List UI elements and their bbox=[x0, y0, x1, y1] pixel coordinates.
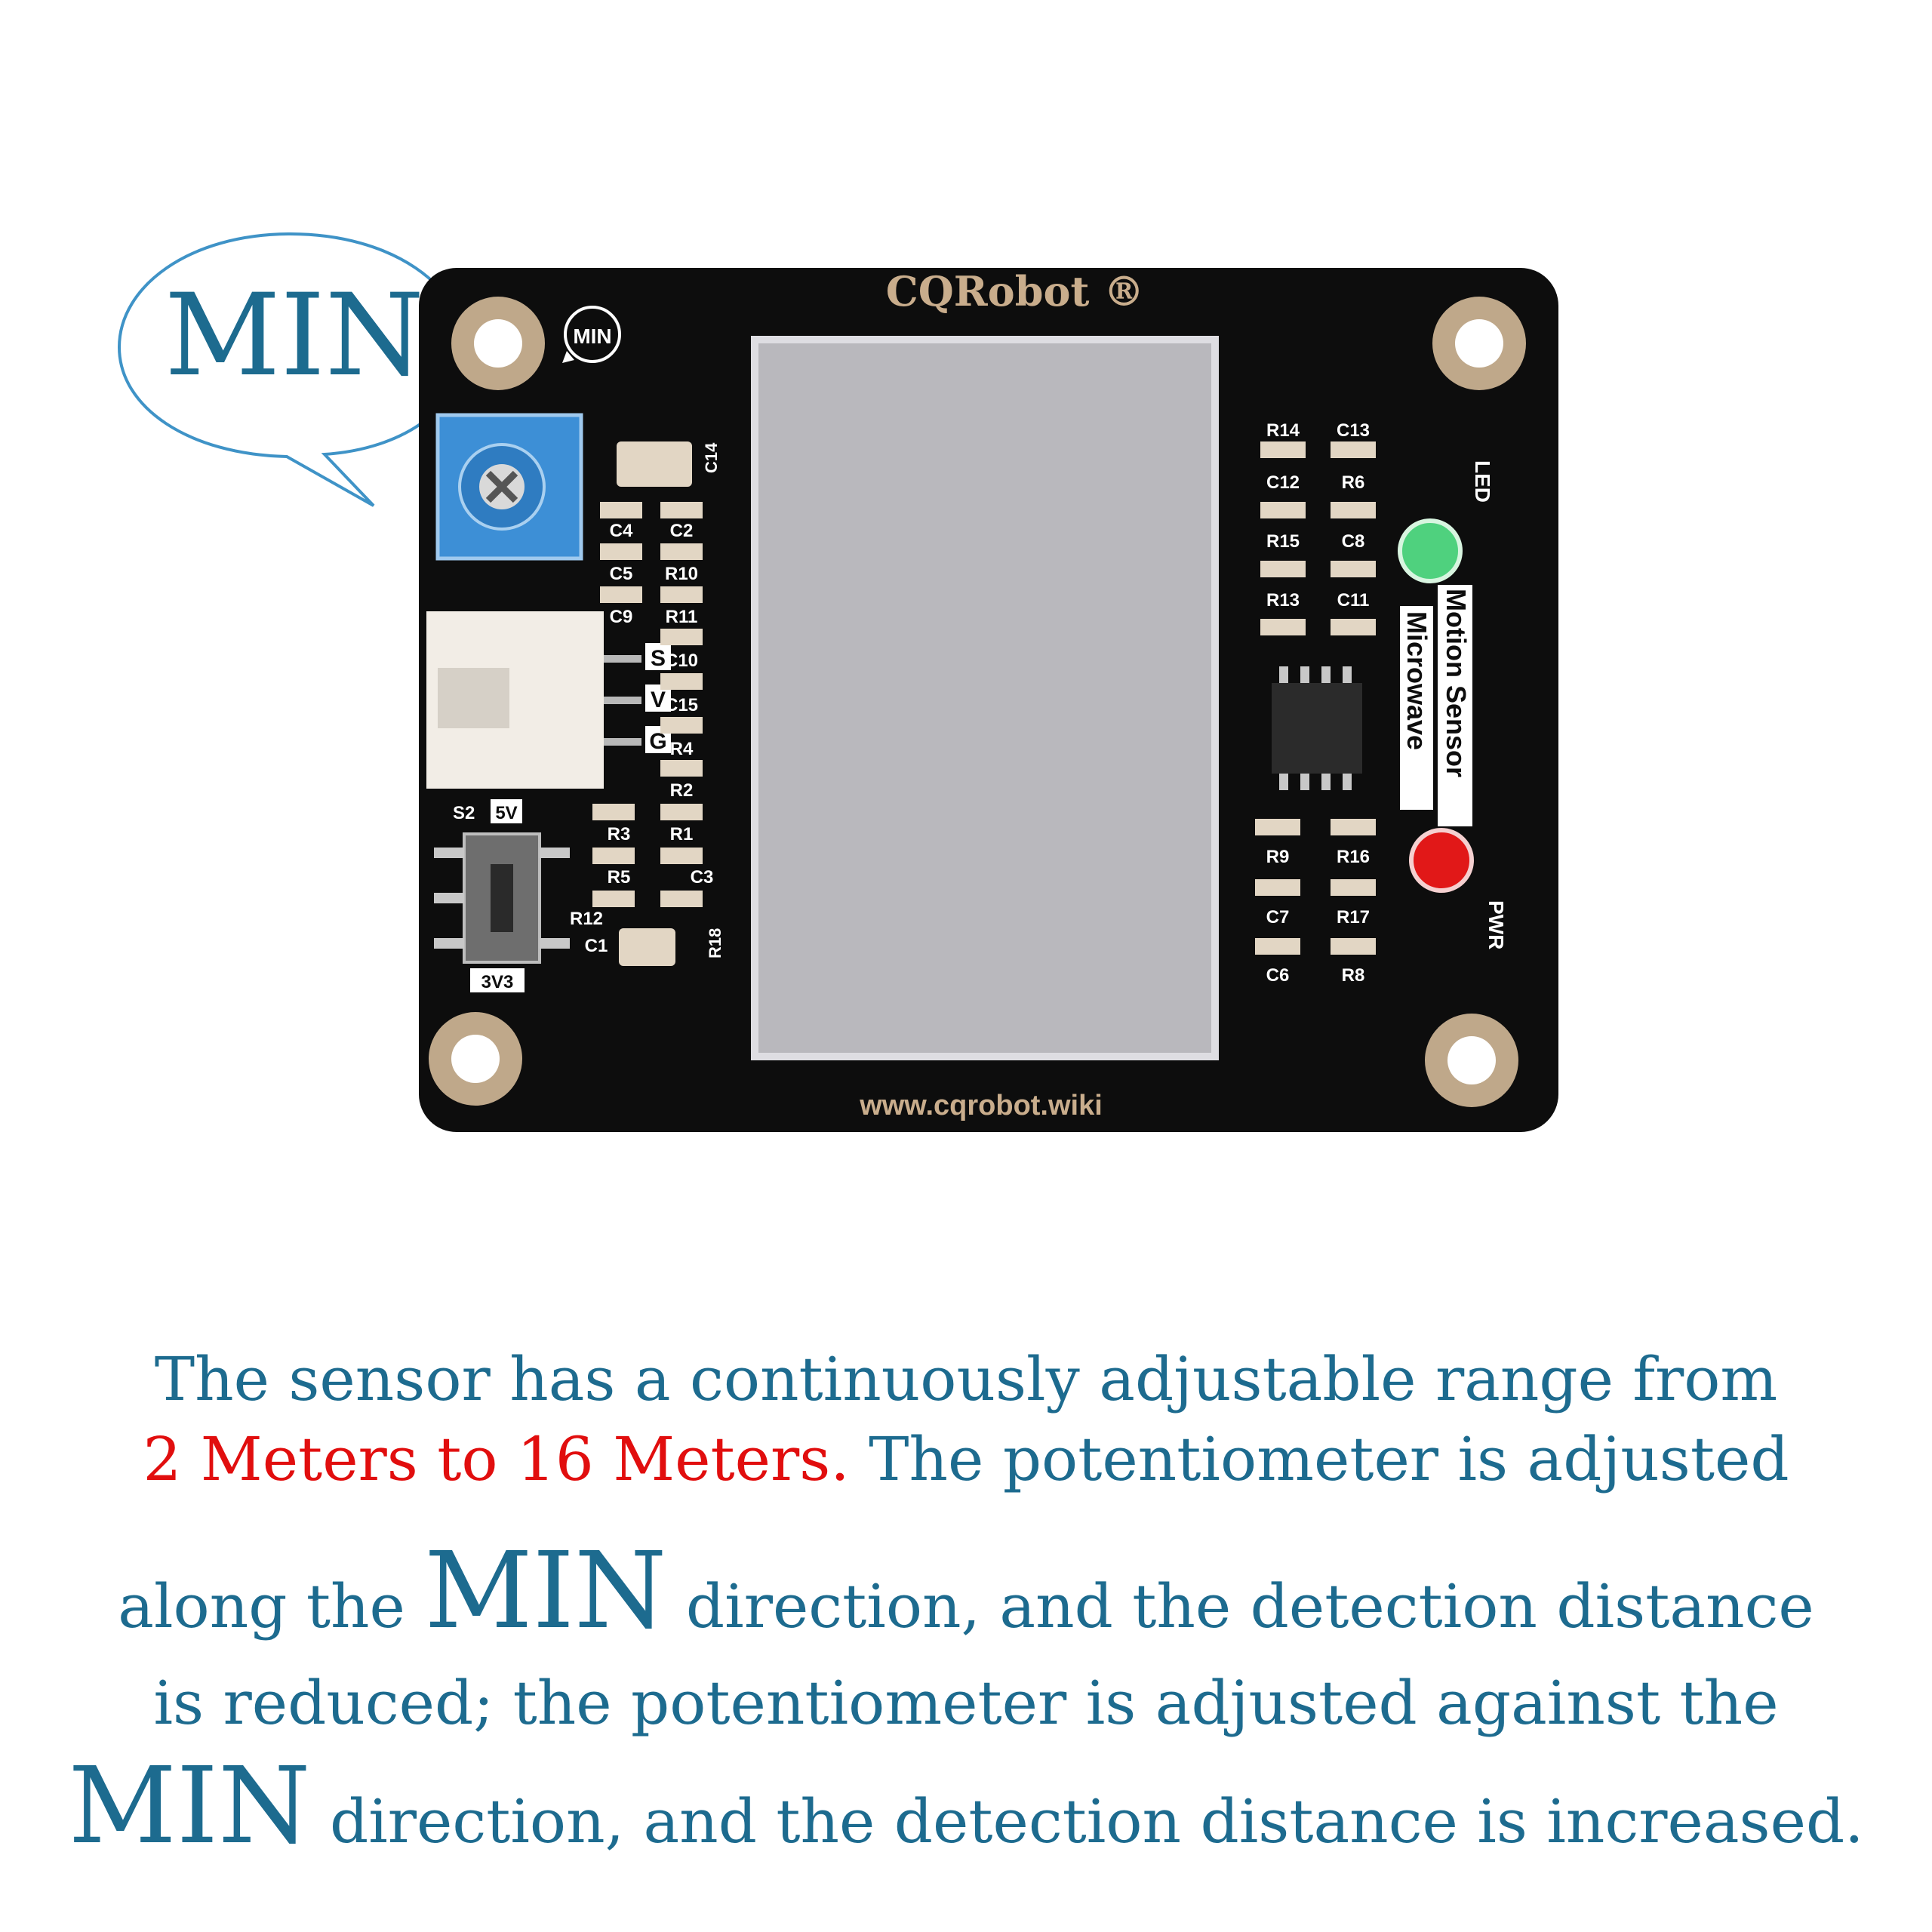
svg-text:C15: C15 bbox=[665, 695, 698, 715]
svg-text:R16: R16 bbox=[1337, 847, 1370, 867]
svg-text:R5: R5 bbox=[608, 867, 631, 888]
board-brand: CQRobot ® bbox=[886, 268, 1144, 315]
description-line-5: MIN direction, and the detection distanc… bbox=[68, 1745, 1864, 1868]
mounting-hole-bottom-right bbox=[1425, 1014, 1518, 1107]
min-emphasis: MIN bbox=[424, 1530, 667, 1653]
switch-5v-label: 5V bbox=[495, 803, 517, 823]
jst-connector bbox=[426, 611, 641, 789]
board-url: www.cqrobot.wiki bbox=[859, 1090, 1103, 1121]
led-green bbox=[1398, 518, 1463, 583]
svg-text:C12: C12 bbox=[1266, 472, 1300, 493]
pin-labels: S V G bbox=[645, 643, 671, 754]
switch-3v3-label: 3V3 bbox=[481, 972, 514, 992]
svg-text:R8: R8 bbox=[1342, 965, 1365, 986]
svg-text:R10: R10 bbox=[665, 564, 698, 584]
svg-text:C14: C14 bbox=[702, 442, 721, 473]
svg-text:C6: C6 bbox=[1266, 965, 1290, 986]
svg-text:R18: R18 bbox=[706, 928, 724, 958]
svg-text:C3: C3 bbox=[691, 867, 714, 888]
board-title: Motion Sensor Microwave bbox=[1400, 585, 1472, 826]
description-line-1: The sensor has a continuously adjustable… bbox=[154, 1344, 1778, 1414]
min-direction-icon: MIN bbox=[562, 306, 621, 363]
svg-text:R2: R2 bbox=[670, 780, 694, 801]
ic-chip bbox=[1272, 666, 1362, 790]
right-silkscreen: R14 C13 C12 R6 R15 C8 R13 C11 R9 R16 C7 … bbox=[1266, 420, 1370, 986]
svg-text:C4: C4 bbox=[610, 521, 633, 541]
svg-text:R6: R6 bbox=[1342, 472, 1365, 493]
svg-text:MIN: MIN bbox=[573, 325, 611, 348]
description: The sensor has a continuously adjustable… bbox=[30, 1340, 1902, 1862]
svg-text:C13: C13 bbox=[1337, 420, 1370, 441]
mounting-hole-top-right bbox=[1432, 297, 1526, 390]
left-silkscreen: C14 C4 C2 C5 R10 C9 R11 C10 C15 R4 R2 R3… bbox=[570, 442, 724, 958]
min-emphasis: MIN bbox=[68, 1745, 311, 1868]
svg-text:G: G bbox=[649, 729, 666, 754]
svg-text:R15: R15 bbox=[1266, 531, 1300, 552]
power-switch bbox=[434, 832, 570, 964]
svg-text:S: S bbox=[651, 646, 666, 671]
potentiometer bbox=[435, 413, 583, 561]
svg-text:R11: R11 bbox=[666, 607, 698, 627]
sensor-board: CQRobot ® www.cqrobot.wiki MIN S V G bbox=[419, 268, 1558, 1132]
led-red bbox=[1409, 828, 1474, 893]
description-line-2: 2 Meters to 16 Meters. The potentiometer… bbox=[143, 1424, 1789, 1494]
svg-text:R17: R17 bbox=[1337, 907, 1370, 928]
svg-text:R1: R1 bbox=[670, 824, 694, 844]
bubble-min-label: MIN bbox=[164, 270, 425, 401]
svg-text:R14: R14 bbox=[1266, 420, 1300, 441]
svg-text:R4: R4 bbox=[670, 739, 694, 759]
svg-text:Motion Sensor: Motion Sensor bbox=[1441, 589, 1472, 777]
svg-text:R12: R12 bbox=[570, 909, 603, 929]
left-components bbox=[592, 441, 703, 966]
svg-text:C2: C2 bbox=[670, 521, 694, 541]
svg-text:C9: C9 bbox=[610, 607, 633, 627]
svg-text:Microwave: Microwave bbox=[1401, 611, 1432, 750]
right-components bbox=[1255, 441, 1376, 955]
led-label: LED bbox=[1471, 460, 1494, 503]
radar-shield bbox=[751, 336, 1219, 1060]
pwr-label: PWR bbox=[1484, 900, 1508, 949]
mounting-hole-bottom-left bbox=[429, 1012, 522, 1106]
description-line-4: is reduced; the potentiometer is adjuste… bbox=[153, 1668, 1779, 1738]
svg-text:R9: R9 bbox=[1266, 847, 1290, 867]
svg-text:R3: R3 bbox=[608, 824, 631, 844]
svg-text:C8: C8 bbox=[1342, 531, 1365, 552]
svg-text:C1: C1 bbox=[585, 936, 608, 956]
switch-name: S2 bbox=[453, 803, 475, 823]
svg-text:C10: C10 bbox=[665, 651, 698, 671]
svg-text:C7: C7 bbox=[1266, 907, 1290, 928]
description-line-3: along the MIN direction, and the detecti… bbox=[118, 1530, 1814, 1653]
svg-text:V: V bbox=[651, 688, 666, 712]
svg-text:C11: C11 bbox=[1337, 590, 1370, 611]
range-highlight: 2 Meters to 16 Meters. bbox=[143, 1424, 850, 1494]
svg-text:C5: C5 bbox=[610, 564, 633, 584]
svg-text:R13: R13 bbox=[1266, 590, 1300, 611]
mounting-hole-top-left bbox=[451, 297, 545, 390]
